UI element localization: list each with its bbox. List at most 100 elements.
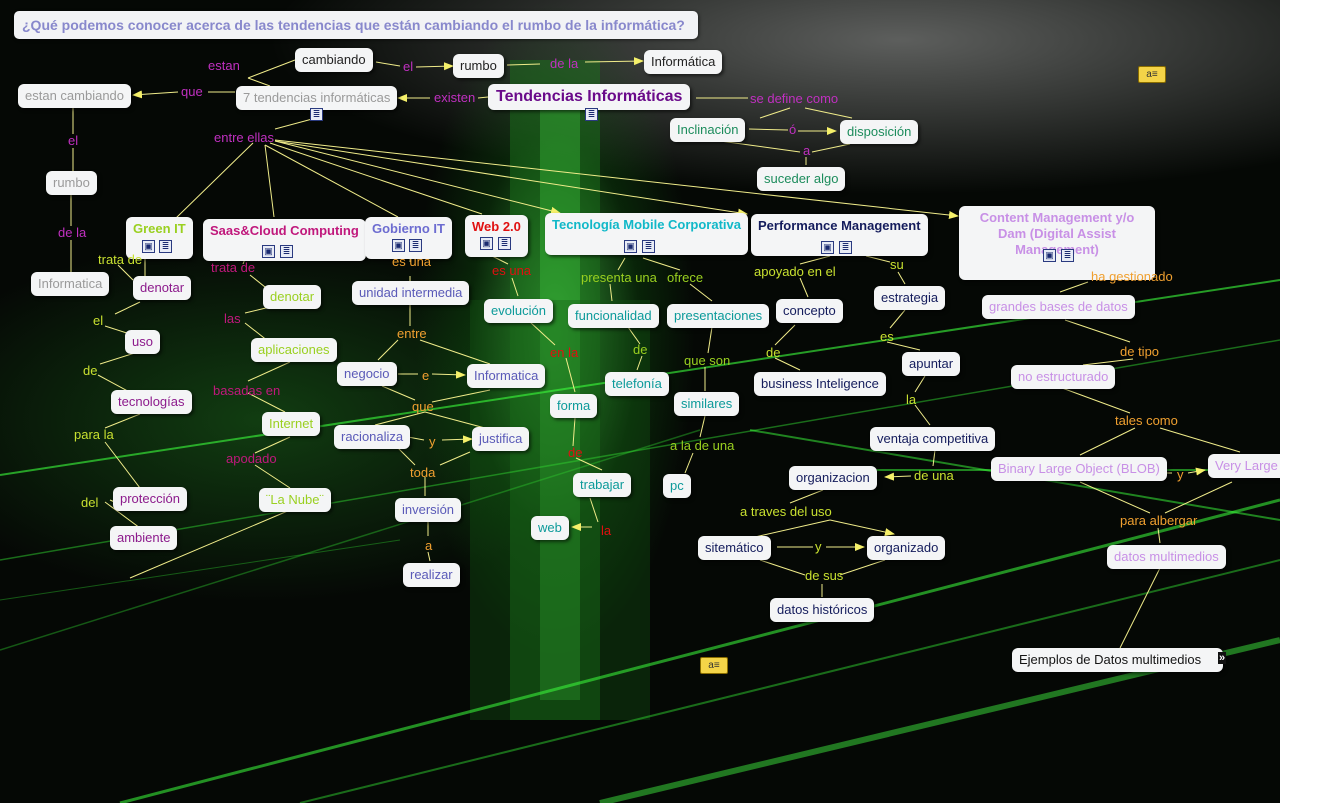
node-informatica[interactable]: Informática — [644, 50, 723, 74]
label-de-tipo: de tipo — [1120, 344, 1160, 359]
node-forma[interactable]: forma — [550, 394, 598, 418]
node-content-management[interactable]: Content Management y/o Dam (Digital Assi… — [959, 206, 1155, 280]
note-icon[interactable]: a≡ — [700, 657, 728, 674]
image-icon[interactable]: ▣ — [392, 239, 405, 252]
document-icon[interactable]: ≣ — [642, 240, 655, 253]
node-cambiando[interactable]: cambiando — [295, 48, 373, 72]
node-justifica[interactable]: justifica — [472, 427, 530, 451]
label-basadas-en: basadas en — [213, 383, 281, 398]
node-ventaja-competitiva[interactable]: ventaja competitiva — [870, 427, 996, 451]
image-icon[interactable]: ▣ — [262, 245, 275, 258]
label-es-una-web: es una — [492, 263, 532, 278]
document-icon[interactable]: ≣ — [159, 240, 172, 253]
label-tales-como: tales como — [1115, 413, 1178, 428]
label-que-gobierno: que — [412, 399, 434, 414]
label-presenta-una: presenta una — [581, 270, 657, 285]
node-saas-cloud[interactable]: Saas&Cloud Computing — [203, 219, 366, 261]
node-blob[interactable]: Binary Large Object (BLOB) — [991, 457, 1167, 481]
node-presentaciones[interactable]: presentaciones — [667, 304, 770, 328]
node-la-nube[interactable]: ¨La Nube¨ — [259, 488, 331, 512]
label-a-la-de-una: a la de una — [670, 438, 735, 453]
label-toda: toda — [410, 465, 436, 480]
node-web[interactable]: web — [531, 516, 569, 540]
node-suceder-algo[interactable]: suceder algo — [757, 167, 846, 191]
document-icon[interactable]: ≣ — [498, 237, 511, 250]
node-rumbo[interactable]: rumbo — [453, 54, 504, 78]
node-rumbo-left[interactable]: rumbo — [46, 171, 97, 195]
node-estrategia[interactable]: estrategia — [874, 286, 946, 310]
node-inclinacion[interactable]: Inclinación — [670, 118, 746, 142]
node-trabajar[interactable]: trabajar — [573, 473, 632, 497]
document-icon[interactable]: ≣ — [1061, 249, 1074, 262]
node-no-estructurado[interactable]: no estructurado — [1011, 365, 1116, 389]
label-trata-de-saas: trata de — [211, 260, 256, 275]
node-aplicaciones[interactable]: aplicaciones — [251, 338, 337, 362]
label-de-la: de la — [550, 56, 579, 71]
node-negocio[interactable]: negocio — [337, 362, 397, 386]
label-de-green: de — [83, 363, 98, 378]
label-es-una-gobierno: es una — [392, 254, 432, 269]
node-tendencias-informaticas[interactable]: Tendencias Informáticas — [488, 84, 691, 110]
node-tecnologias[interactable]: tecnologías — [111, 390, 192, 414]
label-que: que — [181, 84, 203, 99]
node-telefonia[interactable]: telefonía — [605, 372, 669, 396]
node-tecnologia-mobile[interactable]: Tecnología Mobile Corporativa — [545, 213, 749, 255]
label-de-web: de — [568, 445, 583, 460]
node-organizado[interactable]: organizado — [867, 536, 946, 560]
image-icon[interactable]: ▣ — [480, 237, 493, 250]
note-icon[interactable]: a≡ — [1138, 66, 1166, 83]
node-7-tendencias[interactable]: 7 tendencias informáticas — [236, 86, 398, 110]
concept-map-canvas: ¿Qué podemos conocer acerca de las tende… — [0, 0, 1280, 803]
node-proteccion[interactable]: protección — [113, 487, 187, 511]
label-trata-de-green: trata de — [98, 252, 143, 267]
node-inversion[interactable]: inversión — [395, 498, 462, 522]
label-entre: entre — [397, 326, 427, 341]
image-icon[interactable]: ▣ — [142, 240, 155, 253]
node-very-large-blob[interactable]: Very Large BLOB — [1208, 454, 1280, 478]
node-gobierno-it[interactable]: Gobierno IT — [365, 217, 452, 259]
document-icon[interactable]: ≣ — [280, 245, 293, 258]
node-uso[interactable]: uso — [125, 330, 160, 354]
node-pc[interactable]: pc — [663, 474, 691, 498]
document-icon[interactable]: ≣ — [585, 108, 598, 121]
image-icon[interactable]: ▣ — [1043, 249, 1056, 262]
document-icon[interactable]: ≣ — [839, 241, 852, 254]
label-entre-ellas: entre ellas — [214, 130, 274, 145]
label-para-la: para la — [74, 427, 114, 442]
node-datos-historicos[interactable]: datos históricos — [770, 598, 875, 622]
node-unidad-intermedia[interactable]: unidad intermedia — [352, 281, 470, 305]
image-icon[interactable]: ▣ — [624, 240, 637, 253]
label-es: es — [880, 329, 894, 344]
node-disposicion[interactable]: disposición — [840, 120, 919, 144]
image-icon[interactable]: ▣ — [821, 241, 834, 254]
expand-chevron-icon[interactable]: » — [1218, 652, 1227, 664]
node-informatica-left[interactable]: Informatica — [31, 272, 110, 296]
label-de-mobile: de — [633, 342, 648, 357]
node-web-20[interactable]: Web 2.0 — [465, 215, 528, 257]
node-funcionalidad[interactable]: funcionalidad — [568, 304, 659, 328]
node-internet[interactable]: Internet — [262, 412, 321, 436]
node-grandes-bases[interactable]: grandes bases de datos — [982, 295, 1135, 319]
node-concepto[interactable]: concepto — [776, 299, 843, 323]
node-realizar[interactable]: realizar — [403, 563, 460, 587]
node-apuntar[interactable]: apuntar — [902, 352, 961, 376]
node-similares[interactable]: similares — [674, 392, 740, 416]
node-denotar-saas[interactable]: denotar — [263, 285, 322, 309]
node-sistematico[interactable]: sitemático — [698, 536, 771, 560]
label-la-performance: la — [906, 392, 917, 407]
label-existen: existen — [434, 90, 476, 105]
node-estan-cambiando[interactable]: estan cambiando — [18, 84, 132, 108]
node-datos-multimedios[interactable]: datos multimedios — [1107, 545, 1226, 569]
node-denotar-green[interactable]: denotar — [133, 276, 192, 300]
node-organizacion[interactable]: organizacion — [789, 466, 877, 490]
node-racionaliza[interactable]: racionaliza — [334, 425, 411, 449]
label-se-define-como: se define como — [750, 91, 839, 106]
node-evolucion[interactable]: evolución — [484, 299, 553, 323]
node-ambiente[interactable]: ambiente — [110, 526, 178, 550]
node-ejemplos-datos-multimedios[interactable]: Ejemplos de Datos multimedios — [1012, 648, 1224, 672]
document-icon[interactable]: ≣ — [310, 108, 323, 121]
node-informatica-gobierno[interactable]: Informatica — [467, 364, 546, 388]
label-el-green: el — [93, 313, 104, 328]
document-icon[interactable]: ≣ — [409, 239, 422, 252]
node-business-inteligence[interactable]: business Inteligence — [754, 372, 886, 396]
